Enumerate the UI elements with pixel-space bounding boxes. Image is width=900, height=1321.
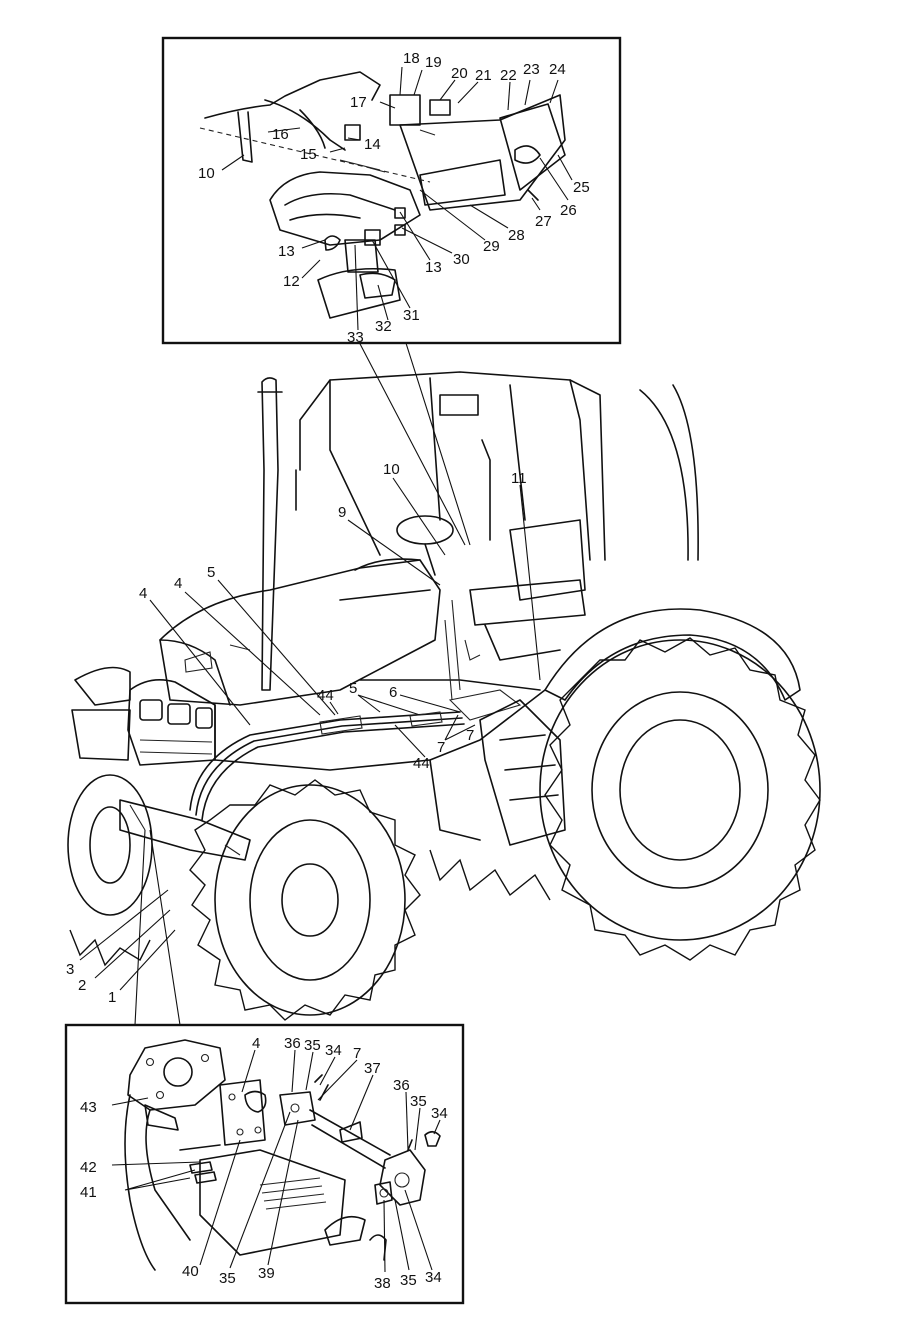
inset-bottom-pointer xyxy=(134,829,181,1026)
callout-4: 4 xyxy=(139,585,147,602)
callout-4: 4 xyxy=(174,575,182,592)
callout-13: 13 xyxy=(425,259,442,276)
callout-13: 13 xyxy=(278,243,295,260)
callout-14: 14 xyxy=(364,136,381,153)
callout-33: 33 xyxy=(347,329,364,346)
callout-35: 35 xyxy=(219,1270,236,1287)
callout-34: 34 xyxy=(425,1269,442,1286)
callout-23: 23 xyxy=(523,61,540,78)
callout-10: 10 xyxy=(198,165,215,182)
callout-18: 18 xyxy=(403,50,420,67)
callout-36: 36 xyxy=(393,1077,410,1094)
callout-26: 26 xyxy=(560,202,577,219)
callout-38: 38 xyxy=(374,1275,391,1292)
callout-32: 32 xyxy=(375,318,392,335)
callout-11: 11 xyxy=(511,470,527,487)
callout-25: 25 xyxy=(573,179,590,196)
callout-5: 5 xyxy=(207,564,215,581)
inset-bottom: 4 7 34 34 34 35 35 35 35 35 36 36 37 38 … xyxy=(64,1023,465,1305)
callout-40: 40 xyxy=(182,1263,199,1280)
callout-1: 1 xyxy=(108,989,116,1006)
inset-top: 10 12 13 13 14 15 16 17 18 19 20 21 22 2… xyxy=(161,36,622,346)
callout-37: 37 xyxy=(364,1060,381,1077)
inset-top-pointer xyxy=(357,339,471,546)
callout-9: 9 xyxy=(338,504,346,521)
callout-34: 34 xyxy=(431,1105,448,1122)
callout-34: 34 xyxy=(325,1042,342,1059)
callout-10: 10 xyxy=(383,461,400,478)
callout-16: 16 xyxy=(272,126,289,143)
callout-42: 42 xyxy=(80,1159,97,1176)
callout-6: 6 xyxy=(389,684,397,701)
callout-19: 19 xyxy=(425,54,442,71)
callout-27: 27 xyxy=(535,213,552,230)
callout-36: 36 xyxy=(284,1035,301,1052)
callout-44: 44 xyxy=(317,687,334,704)
callout-7: 7 xyxy=(466,727,474,744)
callout-15: 15 xyxy=(300,146,317,163)
callout-12: 12 xyxy=(283,273,300,290)
callout-35: 35 xyxy=(410,1093,427,1110)
callout-41: 41 xyxy=(80,1184,97,1201)
callout-3: 3 xyxy=(66,961,74,978)
tractor-illustration xyxy=(67,371,821,1021)
callout-21: 21 xyxy=(475,67,492,84)
callout-4: 4 xyxy=(252,1035,260,1052)
callout-29: 29 xyxy=(483,238,500,255)
callout-44: 44 xyxy=(413,755,430,772)
callout-7: 7 xyxy=(353,1045,361,1062)
callout-5: 5 xyxy=(349,680,357,697)
callout-30: 30 xyxy=(453,251,470,268)
main-callouts: 1 2 3 4 4 5 5 6 7 7 9 10 11 44 44 xyxy=(66,461,541,1006)
callout-35: 35 xyxy=(304,1037,321,1054)
callout-24: 24 xyxy=(549,61,566,78)
callout-35: 35 xyxy=(400,1272,417,1289)
callout-2: 2 xyxy=(78,977,86,994)
callout-17: 17 xyxy=(350,94,367,111)
callout-22: 22 xyxy=(500,67,517,84)
callout-20: 20 xyxy=(451,65,468,82)
callout-39: 39 xyxy=(258,1265,275,1282)
callout-31: 31 xyxy=(403,307,420,324)
callout-28: 28 xyxy=(508,227,525,244)
callout-43: 43 xyxy=(80,1099,97,1116)
callout-7: 7 xyxy=(437,739,445,756)
